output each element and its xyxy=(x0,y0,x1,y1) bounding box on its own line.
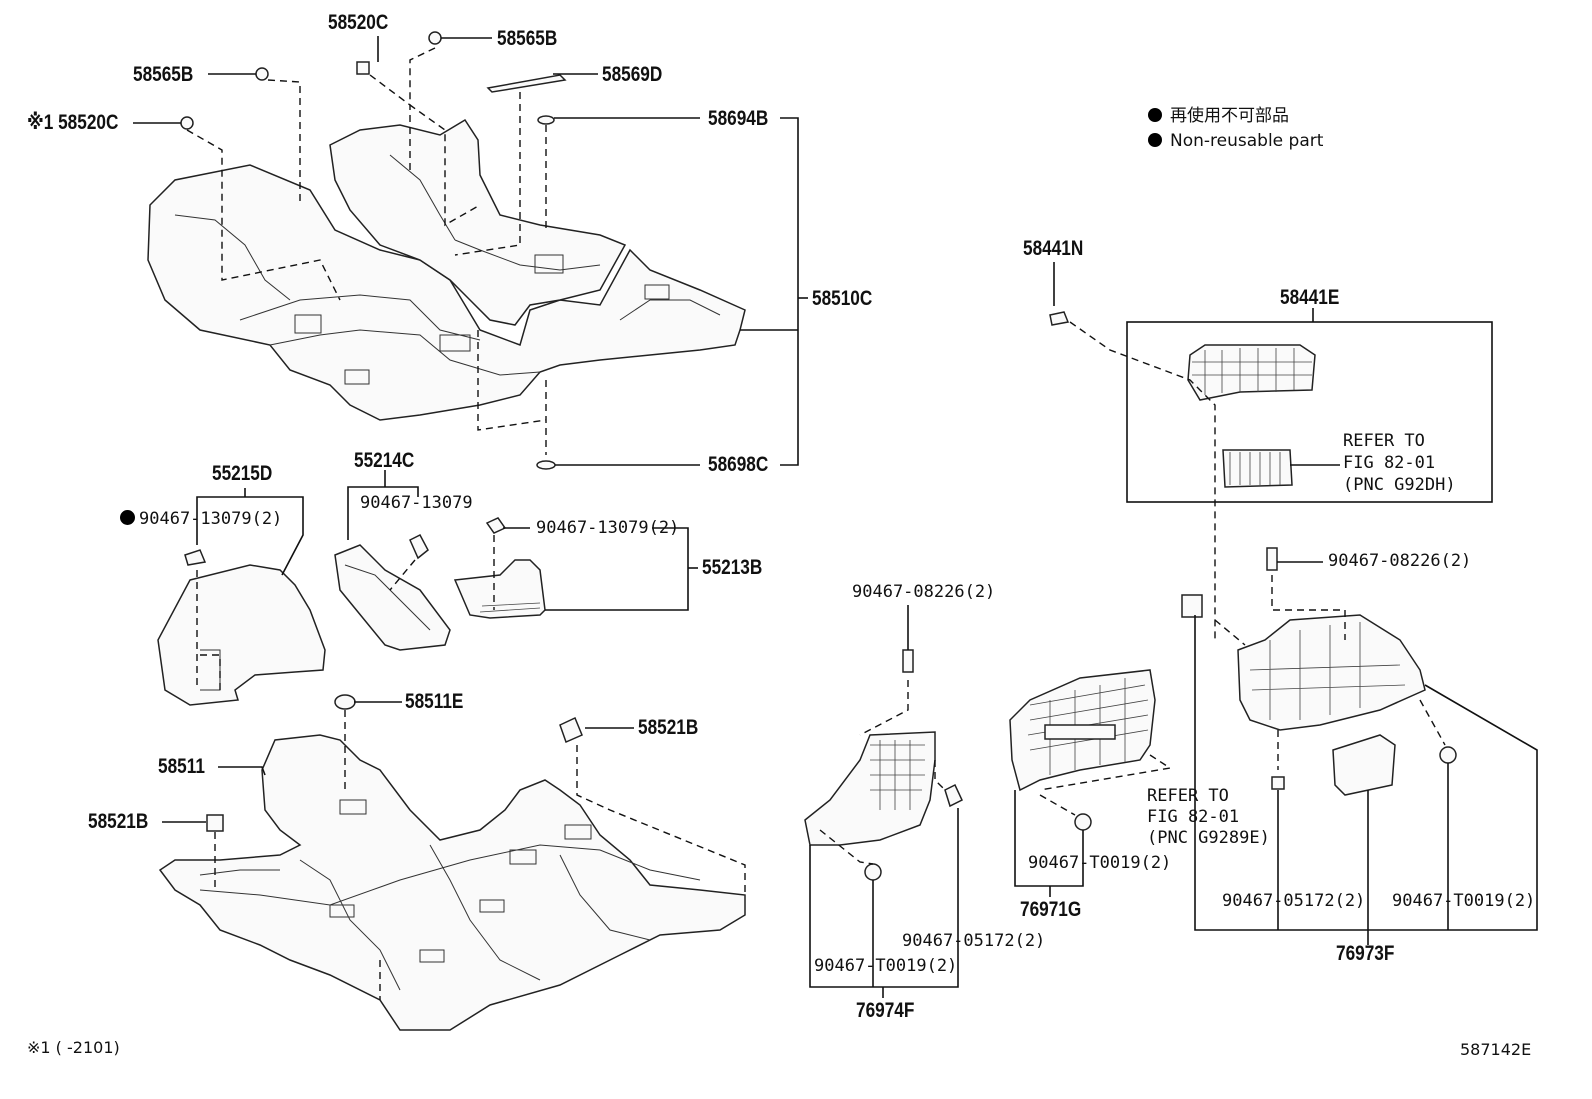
part-label: 58569D xyxy=(602,63,663,86)
panel-76973F xyxy=(1181,594,1426,796)
part-label: 90467-T0019(2) xyxy=(814,956,958,976)
part-label: 76974F xyxy=(856,999,915,1022)
part-label-non-reusable: 90467-13079(2) xyxy=(120,510,282,528)
refer-text: REFER TO xyxy=(1343,431,1425,451)
part-label: 76973F xyxy=(1336,942,1395,965)
part-label: 55214C xyxy=(354,449,415,472)
leader-lines xyxy=(133,36,1538,998)
floor-carpet-upper xyxy=(147,118,746,421)
non-reusable-dot-icon xyxy=(1148,133,1162,147)
part-label: 55213B xyxy=(702,556,763,579)
non-reusable-dot-icon xyxy=(1148,108,1162,122)
part-label: 90467-05172(2) xyxy=(902,931,1046,951)
part-label: 58521B xyxy=(88,810,149,833)
part-label: ※1 58520C xyxy=(27,111,119,134)
part-label: 90467-T0019(2) xyxy=(1028,853,1172,873)
legend-item-en: Non-reusable part xyxy=(1148,133,1323,150)
panel-76974F xyxy=(804,731,963,846)
refer-text: FIG 82-01 xyxy=(1343,453,1436,473)
footnote: ※1 ( -2101) xyxy=(27,1038,120,1057)
pad-55215D xyxy=(157,549,326,706)
part-label: 76971G xyxy=(1020,898,1082,921)
part-label: 58565B xyxy=(133,63,194,86)
part-label: 90467-13079 xyxy=(360,493,473,513)
part-label: 55215D xyxy=(212,462,273,485)
part-label: 58441N xyxy=(1023,237,1084,260)
part-label: 90467-08226(2) xyxy=(852,582,996,602)
part-label: 58694B xyxy=(708,107,769,130)
part-label: 90467-08226(2) xyxy=(1328,551,1472,571)
part-label: 90467-13079(2) xyxy=(536,518,680,538)
part-label: 90467-05172(2) xyxy=(1222,891,1366,911)
refer-text: REFER TO xyxy=(1147,786,1229,806)
storage-58441E xyxy=(1187,344,1316,488)
pad-55213B xyxy=(453,517,546,619)
legend-text-en: Non-reusable part xyxy=(1170,131,1324,151)
legend-text-ja: 再使用不可部品 xyxy=(1170,106,1289,126)
legend-item-ja: 再使用不可部品 xyxy=(1148,108,1289,125)
part-label: 90467-T0019(2) xyxy=(1392,891,1536,911)
panel-76971G xyxy=(1009,669,1156,792)
part-label: 58520C xyxy=(328,11,389,34)
pad-55214C xyxy=(334,534,451,651)
dashed-lines xyxy=(186,47,1446,1000)
part-label: 58565B xyxy=(497,27,558,50)
refer-text: (PNC G9289E) xyxy=(1147,828,1270,848)
refer-text: FIG 82-01 xyxy=(1147,807,1240,827)
part-label: 58510C xyxy=(812,287,873,310)
diagram-id: 587142E xyxy=(1460,1040,1532,1059)
part-label: 58698C xyxy=(708,453,769,476)
part-label: 58521B xyxy=(638,716,699,739)
part-label: 58511 xyxy=(158,755,205,778)
refer-text: (PNC G92DH) xyxy=(1343,475,1456,495)
part-label: 58441E xyxy=(1280,286,1340,309)
part-label: 58511E xyxy=(405,690,464,713)
part-label: 90467-13079(2) xyxy=(139,509,283,529)
non-reusable-dot-icon xyxy=(120,510,135,525)
floor-carpet-lower xyxy=(158,734,746,1031)
